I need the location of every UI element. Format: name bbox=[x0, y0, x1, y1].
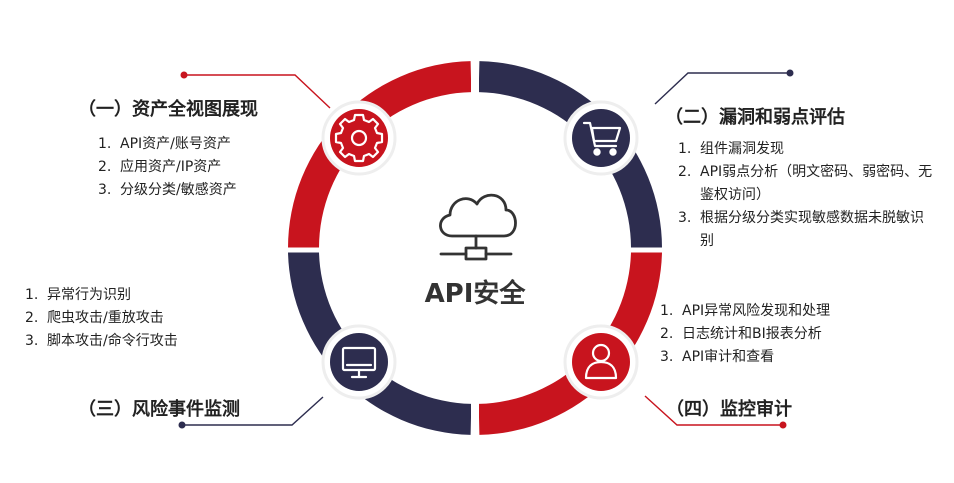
list-item: 3.脚本攻击/命令行攻击 bbox=[25, 333, 178, 349]
connector-bottom-left bbox=[178, 396, 324, 429]
quadrant-title-monitoring-audit: （四）监控审计 bbox=[666, 399, 792, 420]
list-item: 3.根据分级分类实现敏感数据未脱敏识别 bbox=[678, 210, 924, 249]
list-item: 1.组件漏洞发现 bbox=[678, 141, 784, 157]
item-list: 1.API资产/账号资产 2.应用资产/IP资产 3.分级分类/敏感资产 bbox=[98, 133, 318, 202]
list-item: 3.API审计和查看 bbox=[660, 349, 775, 365]
list-item: 2.API弱点分析（明文密码、弱密码、无鉴权访问） bbox=[678, 164, 933, 203]
icon-circle-risk bbox=[321, 324, 397, 400]
icon-circle-vulnerability bbox=[563, 100, 639, 176]
icon-circle-audit bbox=[563, 324, 639, 400]
user-icon bbox=[584, 343, 618, 380]
shopping-cart-icon bbox=[582, 121, 622, 156]
quadrant-title: （二）漏洞和弱点评估 bbox=[665, 107, 845, 128]
list-item: 3.分级分类/敏感资产 bbox=[98, 182, 237, 198]
connector-bottom-right bbox=[644, 395, 787, 429]
gear-icon bbox=[334, 113, 384, 163]
item-list: 1.API异常风险发现和处理 2.日志统计和BI报表分析 3.API审计和查看 bbox=[660, 300, 930, 369]
quadrant-title-risk-monitoring: （三）风险事件监测 bbox=[78, 399, 240, 420]
connector-top-right bbox=[654, 69, 794, 105]
icon-circle-assets bbox=[321, 100, 397, 176]
quadrant-risk-items: 1.异常行为识别 2.爬虫攻击/重放攻击 3.脚本攻击/命令行攻击 bbox=[25, 284, 275, 353]
list-item: 2.应用资产/IP资产 bbox=[98, 159, 222, 175]
center-label: API安全 bbox=[424, 279, 526, 309]
item-list: 1.异常行为识别 2.爬虫攻击/重放攻击 3.脚本攻击/命令行攻击 bbox=[25, 284, 275, 353]
cloud-network-icon bbox=[439, 193, 517, 261]
ring-segment-left-navy bbox=[288, 252, 472, 435]
list-item: 2.日志统计和BI报表分析 bbox=[660, 326, 822, 342]
list-item: 1.异常行为识别 bbox=[25, 287, 131, 303]
quadrant-audit-items: 1.API异常风险发现和处理 2.日志统计和BI报表分析 3.API审计和查看 bbox=[660, 300, 930, 369]
list-item: 2.爬虫攻击/重放攻击 bbox=[25, 310, 164, 326]
quadrant-vulnerability-assessment: （二）漏洞和弱点评估 1.组件漏洞发现 2.API弱点分析（明文密码、弱密码、无… bbox=[665, 103, 935, 253]
quadrant-title: （一）资产全视图展现 bbox=[78, 99, 258, 120]
list-item: 1.API异常风险发现和处理 bbox=[660, 303, 831, 319]
list-item: 1.API资产/账号资产 bbox=[98, 136, 231, 152]
item-list: 1.组件漏洞发现 2.API弱点分析（明文密码、弱密码、无鉴权访问） 3.根据分… bbox=[678, 138, 935, 253]
quadrant-asset-overview: （一）资产全视图展现 1.API资产/账号资产 2.应用资产/IP资产 3.分级… bbox=[78, 95, 318, 202]
ring-segment-top-left bbox=[288, 61, 472, 248]
connector-top-left bbox=[180, 71, 331, 109]
monitor-icon bbox=[341, 346, 377, 379]
